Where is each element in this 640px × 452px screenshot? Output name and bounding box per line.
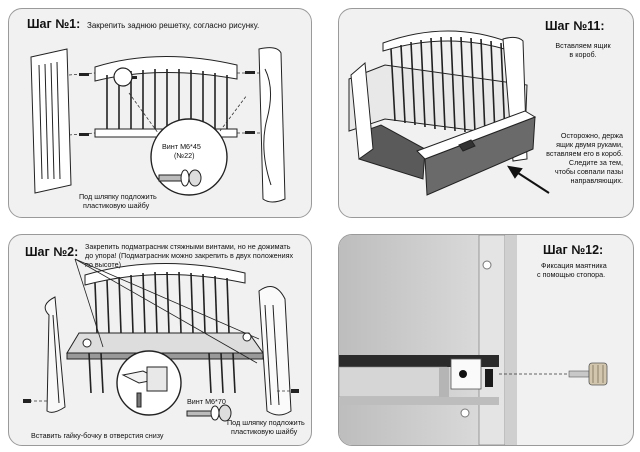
step-1-note-line1: Под шляпку подложить: [79, 192, 157, 201]
step-11-instruction-line1: Вставляем ящик: [555, 41, 611, 50]
step-12-instruction-line1: Фиксация маятника: [541, 261, 607, 270]
back-rail-top: [84, 262, 246, 286]
detail-magnifier-small: [113, 67, 133, 87]
step-11-panel: Шаг №11: Вставляем ящик в короб. Осторож…: [338, 8, 634, 218]
step-2-screw-name: Винт М6*70: [187, 397, 226, 406]
step-2-instruction-line2: до упора! (Подматрасник можно закрепить …: [85, 251, 294, 260]
right-end-panel: [258, 286, 292, 416]
step-12-panel: Шаг №12: Фиксация маятника с помощью сто…: [338, 234, 634, 446]
step-11-caution-line6: направляющих.: [570, 176, 623, 185]
insert-arrow-icon: [507, 165, 550, 194]
crib-side-surface: [339, 235, 479, 445]
step-2-note-line1: Под шляпку подложить: [227, 418, 305, 427]
step-2-instruction-line1: Закрепить подматрасник стяжными винтами,…: [85, 242, 291, 251]
step-1-panel: Шаг №1: Закрепить заднюю решетку, соглас…: [8, 8, 312, 218]
step-11-caution-line5: чтобы совпали пазы: [554, 167, 623, 176]
step-2-panel: Шаг №2: Закрепить подматрасник стяжными …: [8, 234, 312, 446]
bed-corner-block: [146, 366, 168, 392]
step-1-note-line2: пластиковую шайбу: [83, 201, 150, 210]
stopper-screw-icon: [568, 362, 608, 386]
step-11-caution-line2: ящик двумя руками,: [556, 140, 623, 149]
step-11-illustration: [348, 30, 550, 196]
step-12-illustration: [339, 235, 608, 445]
step-2-instruction-line3: по высоте): [85, 260, 121, 269]
step-1-instruction: Закрепить заднюю решетку, согласно рисун…: [87, 21, 260, 30]
step-11-caution-line4: Следите за тем,: [568, 158, 623, 167]
step-1-screw-size: (№22): [174, 151, 195, 160]
drawer-top: [416, 110, 537, 160]
left-end-panel: [44, 296, 66, 413]
step-11-caution-line3: вставляем его в короб.: [546, 149, 623, 158]
barrel-nut: [136, 392, 142, 408]
crib-end-left: [350, 61, 374, 160]
screw-shaft: [158, 174, 184, 182]
step-12-instruction-line2: с помощью стопора.: [537, 270, 606, 279]
step-12-title: Шаг №12:: [543, 243, 604, 257]
step-11-title: Шаг №11:: [545, 19, 605, 33]
step-2-note-line2: пластиковую шайбу: [231, 427, 298, 436]
step-1-illustration: [30, 47, 286, 203]
screw-head: [218, 404, 232, 422]
step-1-screw-name: Винт М6*45: [162, 142, 201, 151]
step-2-illustration: [23, 258, 299, 422]
step-2-title: Шаг №2:: [25, 245, 79, 259]
right-end-panel: [258, 47, 286, 203]
screw-head: [188, 169, 202, 187]
step-1-title: Шаг №1:: [27, 17, 81, 31]
step-2-barrel-nut-note: Вставить гайку-бочку в отверстия снизу: [31, 431, 164, 440]
step-11-caution-line1: Осторожно, держа: [560, 131, 623, 140]
plastic-washer: [180, 169, 190, 187]
step-11-instruction-line2: в короб.: [569, 50, 597, 59]
